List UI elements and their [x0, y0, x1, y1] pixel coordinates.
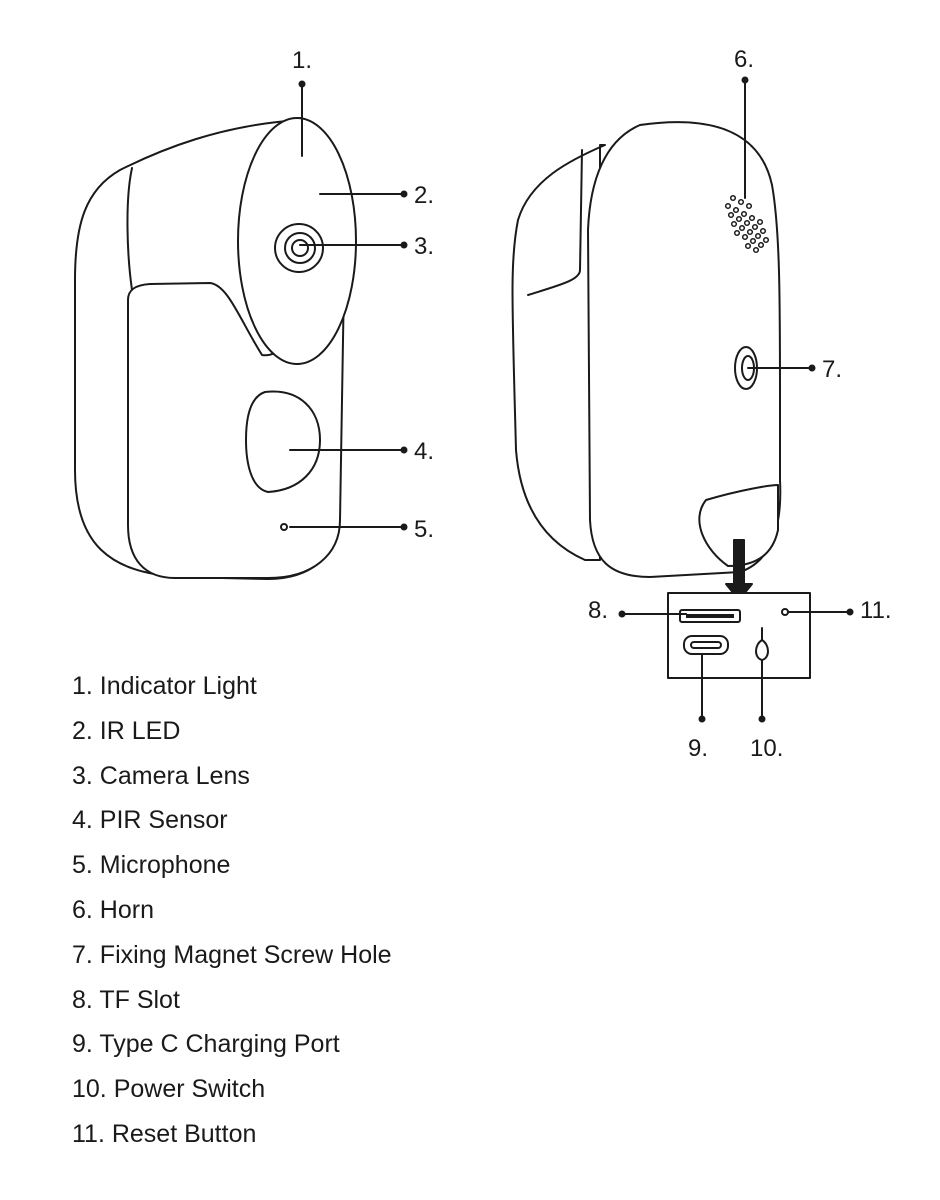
callout-label-8: 8.: [588, 597, 608, 624]
legend-item-8: 8. TF Slot: [72, 985, 180, 1014]
callout-label-5: 5.: [414, 516, 434, 543]
legend-item-4: 4. PIR Sensor: [72, 806, 228, 835]
legend-item-5: 5. Microphone: [72, 851, 231, 880]
back-camera-bottom-scoop: [698, 484, 779, 567]
leader-lines: [289, 79, 851, 720]
callout-label-10: 10.: [750, 735, 783, 762]
type-c-port-inner: [690, 641, 722, 649]
port-panel: [667, 592, 811, 679]
legend-item-11: 11. Reset Button: [72, 1119, 257, 1148]
horn-speaker-grille: [724, 194, 770, 254]
pir-sensor: [245, 390, 321, 493]
callout-label-9: 9.: [688, 735, 708, 762]
legend-item-3: 3. Camera Lens: [72, 761, 250, 790]
front-camera-view: [74, 117, 357, 580]
back-camera-side-shell: [511, 144, 606, 561]
legend-item-1: 1. Indicator Light: [72, 672, 257, 700]
back-camera-face: [587, 121, 782, 578]
callout-label-7: 7.: [822, 356, 842, 383]
legend-item-10: 10. Power Switch: [72, 1075, 266, 1104]
legend-item-7: 7. Fixing Magnet Screw Hole: [72, 940, 392, 969]
leader-dots: [298, 76, 854, 723]
callout-label-11: 11.: [860, 597, 892, 624]
legend-item-9: 9. Type C Charging Port: [72, 1030, 340, 1059]
callout-labels: 1. 2. 3. 4. 5. 6. 7. 8. 9. 10. 11.: [292, 46, 892, 762]
reset-button-hole: [781, 608, 789, 616]
back-camera-view: [511, 121, 782, 578]
camera-lens-inner-ring: [291, 239, 309, 257]
camera-lens: [274, 223, 324, 273]
microphone-hole: [280, 523, 288, 531]
callout-label-6: 6.: [734, 46, 754, 73]
legend-item-6: 6. Horn: [72, 895, 154, 924]
parts-legend: 1. Indicator Light 2. IR LED 3. Camera L…: [72, 664, 392, 1157]
back-camera-side-band: [527, 149, 583, 296]
callout-label-1: 1.: [292, 47, 312, 74]
callout-label-4: 4.: [414, 438, 434, 465]
camera-parts-diagram: 1. 2. 3. 4. 5. 6. 7. 8. 9. 10. 11.: [74, 46, 892, 762]
legend-item-2: 2. IR LED: [72, 716, 181, 745]
tf-slot-inner: [686, 614, 734, 618]
front-camera-top-band: [126, 167, 133, 291]
callout-label-3: 3.: [414, 233, 434, 260]
callout-label-2: 2.: [414, 182, 434, 209]
